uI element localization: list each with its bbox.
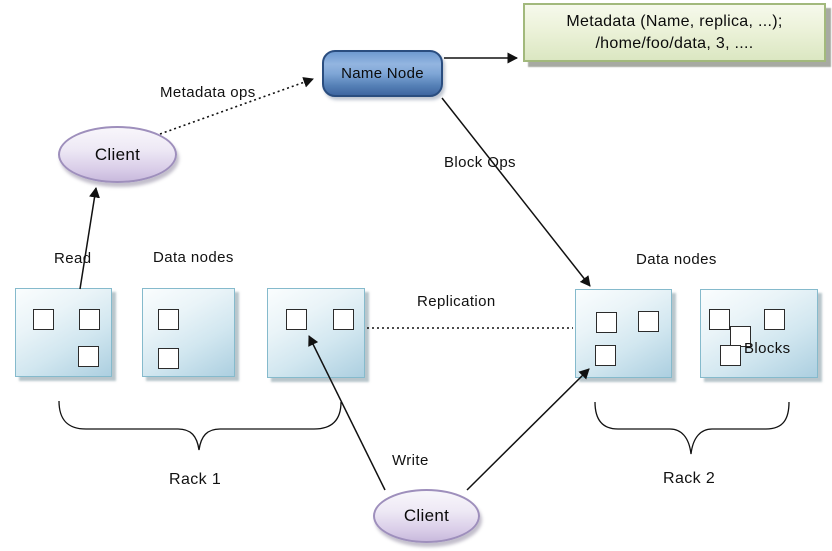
read-arrow bbox=[79, 187, 100, 290]
block-ops-arrow bbox=[441, 97, 591, 287]
client-node-bottom: Client bbox=[373, 489, 480, 543]
metadata-note-line2: /home/foo/data, 3, .... bbox=[595, 34, 754, 52]
block-icon bbox=[596, 312, 617, 333]
write-label: Write bbox=[392, 452, 429, 469]
metadata-note: Metadata (Name, replica, ...); /home/foo… bbox=[523, 3, 826, 62]
name-node: Name Node bbox=[322, 50, 443, 97]
block-icon bbox=[638, 311, 659, 332]
block-icon bbox=[158, 348, 179, 369]
metadata-note-line1: Metadata (Name, replica, ...); bbox=[566, 12, 783, 30]
block-icon bbox=[333, 309, 354, 330]
write-arrow-right bbox=[466, 368, 590, 491]
rack1-datanode-2 bbox=[142, 288, 235, 377]
client-bottom-label: Client bbox=[403, 506, 450, 525]
replication-label: Replication bbox=[417, 293, 496, 310]
rack2-datanode-2 bbox=[700, 289, 818, 378]
rack2-brace bbox=[594, 401, 790, 455]
data-nodes-label-right: Data nodes bbox=[636, 251, 717, 268]
block-icon bbox=[709, 309, 730, 330]
name-node-label: Name Node bbox=[341, 65, 424, 82]
metadata-ops-label: Metadata ops bbox=[160, 84, 256, 101]
blocks-label: Blocks bbox=[744, 340, 791, 357]
rack2-label: Rack 2 bbox=[663, 470, 716, 487]
block-icon bbox=[158, 309, 179, 330]
rack1-brace bbox=[58, 400, 342, 451]
block-icon bbox=[720, 345, 741, 366]
rack1-datanode-1 bbox=[15, 288, 112, 377]
block-ops-label: Block Ops bbox=[444, 154, 516, 171]
client-node-top: Client bbox=[58, 126, 177, 183]
block-icon bbox=[286, 309, 307, 330]
block-icon bbox=[595, 345, 616, 366]
block-icon bbox=[33, 309, 54, 330]
data-nodes-label-left: Data nodes bbox=[153, 249, 234, 266]
read-label: Read bbox=[54, 250, 92, 267]
rack1-label: Rack 1 bbox=[169, 471, 222, 488]
block-icon bbox=[764, 309, 785, 330]
rack1-datanode-3 bbox=[267, 288, 365, 378]
client-top-label: Client bbox=[94, 144, 141, 164]
block-icon bbox=[78, 346, 99, 367]
block-icon bbox=[79, 309, 100, 330]
rack2-datanode-1 bbox=[575, 289, 672, 378]
